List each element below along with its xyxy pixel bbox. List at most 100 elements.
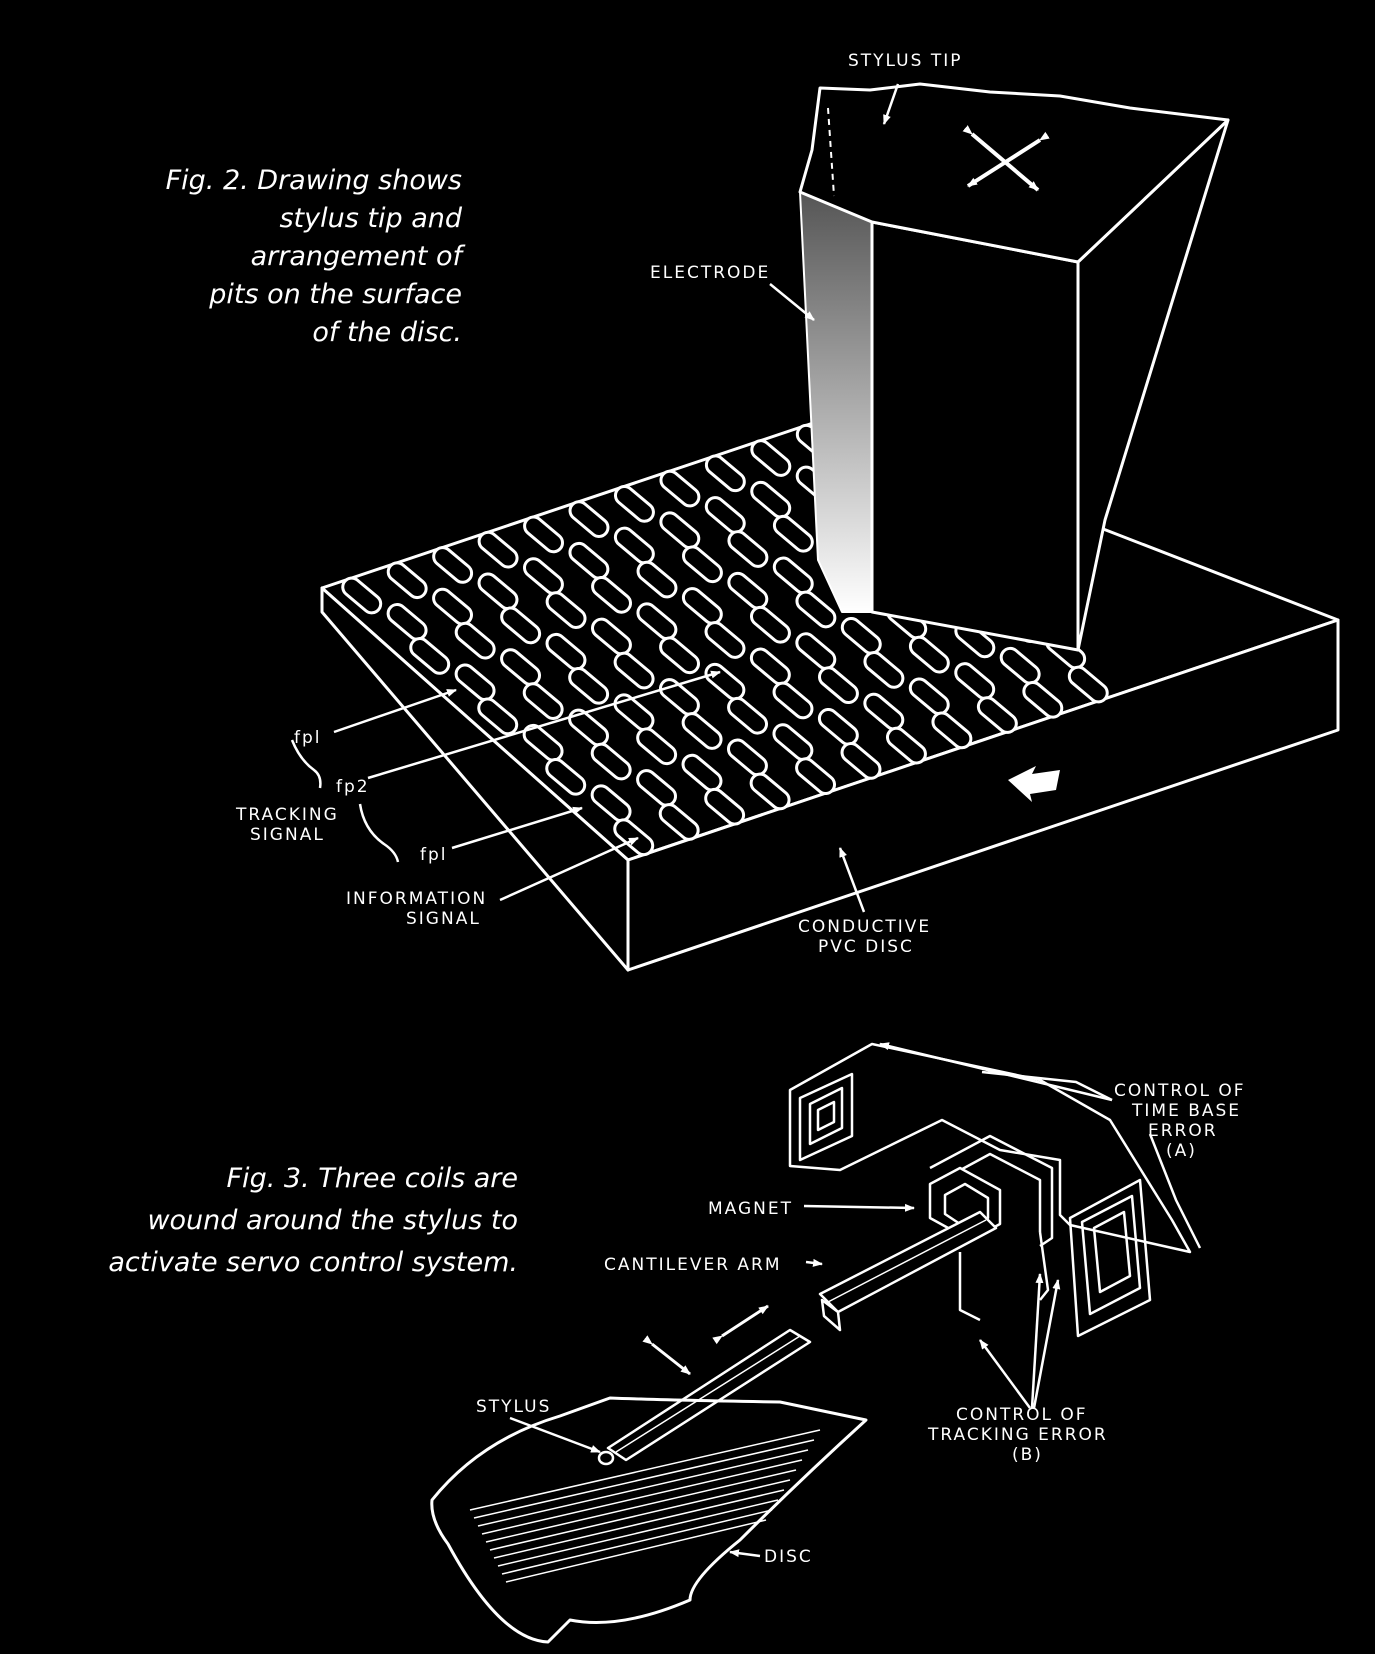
fig3-caption-line: activate servo control system. — [108, 1247, 518, 1278]
pit — [727, 571, 769, 610]
pit — [432, 546, 474, 584]
pit — [386, 603, 428, 641]
fig3-leaders — [509, 1042, 1202, 1558]
pit — [772, 514, 814, 553]
label-tracking-signal: SIGNAL — [250, 825, 325, 845]
label-magnet: MAGNET — [708, 1199, 793, 1219]
groove-line — [505, 1519, 767, 1583]
disc-right-face — [626, 618, 1340, 972]
label-tracking-error: CONTROL OF — [956, 1405, 1088, 1425]
fig2-caption: Fig. 2. Drawing shows stylus tip and arr… — [120, 162, 462, 352]
pit — [477, 530, 519, 569]
pit — [432, 587, 474, 626]
groove-line — [477, 1449, 809, 1527]
pit — [976, 696, 1018, 734]
groove-line — [485, 1469, 797, 1543]
pit — [590, 617, 632, 656]
right-coil — [1068, 1178, 1152, 1338]
pit — [409, 637, 451, 675]
pit — [568, 708, 610, 747]
pit — [613, 484, 655, 523]
pit — [636, 560, 678, 599]
fig3-caption-line: wound around the stylus to — [147, 1205, 518, 1236]
pit — [908, 677, 950, 716]
pit — [727, 530, 769, 568]
stylus-arm — [597, 1328, 812, 1466]
pit — [908, 635, 950, 674]
pit — [386, 561, 428, 600]
label-conductive-disc: PVC DISC — [818, 937, 914, 957]
pit — [477, 572, 519, 611]
stylus-tip-dot — [597, 1450, 615, 1466]
stylus-front-face — [870, 220, 1080, 652]
pit — [817, 666, 859, 705]
cantilever-arm — [818, 1210, 998, 1332]
fig2-caption-line: pits on the surface — [209, 279, 462, 310]
fig2-disc-block — [320, 418, 1340, 972]
pit — [523, 515, 565, 554]
groove-line — [493, 1489, 785, 1559]
label-fp2: fp2 — [336, 777, 370, 797]
disc-sheet — [430, 1396, 868, 1644]
label-stylus-tip: STYLUS TIP — [848, 51, 962, 71]
groove-line — [473, 1439, 815, 1519]
pit — [681, 545, 723, 584]
fig2-leaders — [290, 83, 900, 913]
pit — [704, 621, 746, 659]
pit — [863, 651, 905, 689]
fig2-labels: STYLUS TIP ELECTRODE fpl fp2 TRACKING SI… — [235, 51, 962, 957]
double-arrow-icon — [712, 1304, 769, 1345]
pit — [590, 742, 632, 781]
pit — [749, 605, 791, 644]
pit — [795, 590, 837, 629]
pit — [477, 697, 519, 736]
dashed-edge — [827, 107, 835, 197]
coil-plate — [788, 1042, 1192, 1254]
label-fp1-bottom: fpl — [420, 845, 448, 865]
pit — [704, 496, 746, 534]
label-information-signal: INFORMATION — [346, 889, 487, 909]
pit — [522, 682, 564, 720]
direction-arrow-icon — [1008, 766, 1060, 802]
pit — [454, 621, 496, 660]
pit — [341, 576, 383, 615]
label-electrode: ELECTRODE — [650, 263, 770, 283]
fig2-caption-line: of the disc. — [312, 317, 462, 348]
pit — [704, 454, 746, 493]
pit — [591, 575, 633, 614]
pit — [658, 803, 700, 841]
pit — [659, 511, 701, 550]
pit — [613, 526, 655, 565]
label-tracking-error: (B) — [1012, 1445, 1043, 1465]
pit — [681, 753, 723, 792]
fig2-caption-line: stylus tip and — [279, 203, 462, 234]
pit — [1067, 665, 1109, 704]
pit — [522, 557, 564, 595]
fig3-labels: CONTROL OF TIME BASE ERROR (A) MAGNET CA… — [476, 1081, 1244, 1567]
fig3-caption: Fig. 3. Three coils are wound around the… — [50, 1158, 518, 1284]
pit — [613, 693, 655, 732]
pit — [726, 738, 768, 777]
pit — [659, 636, 701, 675]
pit — [772, 723, 814, 761]
label-cantilever-arm: CANTILEVER ARM — [604, 1255, 782, 1275]
pit — [659, 469, 701, 508]
pit — [454, 663, 496, 702]
pit — [545, 632, 587, 671]
groove-line — [469, 1429, 821, 1511]
label-disc: DISC — [764, 1547, 813, 1567]
motion-arrows — [642, 1304, 769, 1376]
pit — [727, 696, 769, 735]
pit — [750, 439, 792, 477]
pit — [795, 757, 837, 796]
pit — [568, 541, 610, 580]
pit — [545, 757, 587, 796]
label-fp1-top: fpl — [294, 728, 322, 748]
pit — [636, 769, 678, 807]
four-way-arrow-icon — [962, 125, 1050, 192]
pit — [772, 556, 814, 595]
pit — [749, 647, 791, 686]
pit — [999, 646, 1041, 685]
pit — [931, 711, 973, 750]
